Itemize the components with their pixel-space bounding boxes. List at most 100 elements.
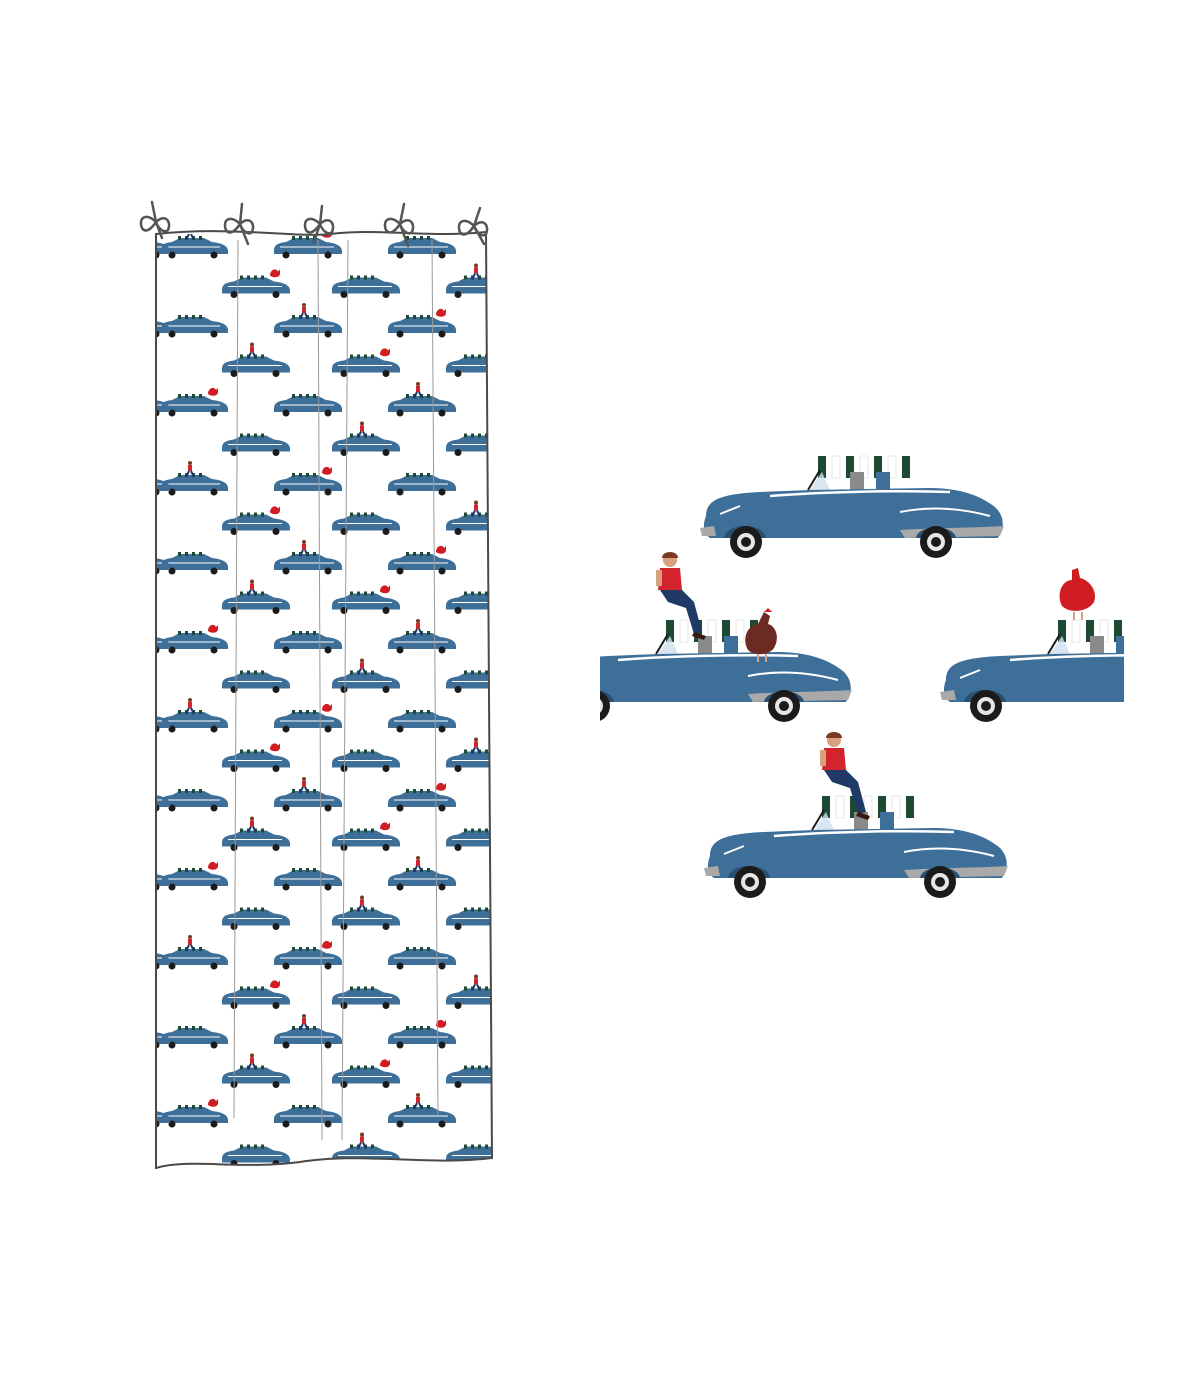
swatch-car-right	[938, 618, 1124, 724]
curtain-car-motif	[221, 749, 291, 773]
curtain-car-motif	[221, 907, 291, 931]
curtain-car-motif	[387, 235, 457, 259]
curtain-car-motif	[502, 434, 570, 457]
curtain-car-motif	[502, 1145, 570, 1168]
curtain-hen-motif	[270, 743, 280, 752]
curtain-car-motif	[502, 750, 570, 773]
curtain	[139, 200, 570, 1170]
curtain-hen-motif	[380, 822, 390, 831]
curtain-car-motif	[221, 433, 291, 457]
curtain-hen-motif	[208, 387, 218, 396]
curtain-car-motif	[156, 1104, 171, 1128]
curtain-car-motif	[273, 1104, 343, 1128]
curtain-car-motif	[156, 235, 171, 259]
curtain-hen-motif	[208, 1098, 218, 1107]
curtain-car-motif	[273, 867, 343, 891]
curtain-car-motif	[156, 472, 171, 496]
curtain-hen-motif	[494, 1138, 504, 1146]
curtain-figure-motif	[185, 460, 195, 478]
curtain-car-motif	[331, 354, 401, 378]
curtain-car-motif	[273, 709, 343, 733]
curtain-car-motif	[331, 986, 401, 1010]
curtain-figure-motif	[413, 855, 423, 873]
curtain-car-motif	[331, 591, 401, 615]
curtain-car-motif	[387, 472, 457, 496]
curtain-figure-motif	[413, 381, 423, 399]
curtain-car-motif	[502, 671, 570, 694]
curtain-figure-motif	[471, 499, 481, 518]
bow-tie-icon	[383, 202, 415, 248]
curtain-figure-motif	[413, 618, 423, 636]
curtain-car-motif	[445, 670, 492, 694]
curtain-car-motif	[156, 709, 171, 733]
bow-tie-icon	[457, 206, 489, 246]
swatch-car-bottom	[702, 794, 1010, 900]
curtain-car-motif	[156, 867, 171, 891]
curtain-figure-motif	[299, 776, 309, 794]
curtain-car-motif	[221, 670, 291, 694]
curtain-figure-motif	[413, 1092, 423, 1110]
curtain-hen-motif	[322, 703, 332, 712]
curtain-car-motif	[331, 275, 401, 299]
curtain-car-motif	[273, 946, 343, 970]
curtain-car-motif	[331, 512, 401, 536]
curtain-car-motif	[502, 908, 570, 931]
swatch-hen	[1058, 567, 1097, 621]
curtain-figure-motif	[357, 420, 367, 439]
curtain-hen-motif	[322, 466, 332, 475]
curtain-car-motif	[159, 788, 229, 812]
curtain-fold-line	[341, 239, 349, 1141]
curtain-car-motif	[445, 907, 492, 931]
curtain-car-motif	[387, 788, 457, 812]
curtain-hen-motif	[436, 782, 446, 791]
curtain-hen-motif	[380, 585, 390, 594]
curtain-hen-motif	[270, 506, 280, 515]
curtain-figure-motif	[357, 1131, 367, 1150]
pattern-swatch	[600, 454, 1124, 900]
curtain-figure-motif	[299, 539, 309, 557]
curtain-figure-motif	[357, 657, 367, 676]
curtain-car-motif	[156, 314, 171, 338]
curtain-hen-motif	[208, 624, 218, 633]
bow-tie-icon	[303, 204, 335, 244]
curtain-car-motif	[387, 709, 457, 733]
bow-tie-icon	[223, 202, 255, 246]
curtain-car-motif	[331, 749, 401, 773]
curtain-figure-motif	[247, 341, 257, 360]
curtain-figure-motif	[471, 262, 481, 281]
curtain-car-motif	[156, 551, 171, 575]
bow-tie-icon	[139, 200, 171, 240]
curtain-car-motif	[273, 472, 343, 496]
curtain-car-motif	[156, 788, 171, 812]
curtain-car-motif	[156, 630, 171, 654]
curtain-car-motif	[387, 946, 457, 970]
curtain-car-motif	[159, 1104, 229, 1128]
curtain-car-motif	[387, 1025, 457, 1049]
curtain-pattern	[156, 234, 570, 1168]
curtain-hen-motif	[436, 545, 446, 554]
curtain-car-motif	[445, 354, 492, 378]
curtain-car-motif	[502, 513, 570, 536]
curtain-car-motif	[159, 551, 229, 575]
curtain-figure-motif	[247, 1052, 257, 1071]
curtain-figure-motif	[299, 1013, 309, 1031]
curtain-figure-motif	[247, 815, 257, 834]
curtain-car-motif	[387, 314, 457, 338]
curtain-car-motif	[156, 1025, 171, 1049]
curtain-car-motif	[502, 276, 570, 299]
curtain-car-motif	[445, 1065, 492, 1089]
curtain-car-motif	[502, 592, 570, 615]
curtain-car-motif	[221, 512, 291, 536]
curtain-hen-motif	[380, 348, 390, 357]
curtain-car-motif	[221, 986, 291, 1010]
curtain-car-motif	[445, 828, 492, 852]
curtain-outline	[155, 230, 494, 1170]
curtain-car-motif	[273, 630, 343, 654]
curtain-car-motif	[159, 393, 229, 417]
curtain-car-motif	[156, 946, 171, 970]
curtain-car-motif	[502, 829, 570, 852]
curtain-figure-motif	[185, 697, 195, 715]
curtain-fold-line	[431, 239, 439, 1117]
curtain-figure-motif	[357, 894, 367, 913]
